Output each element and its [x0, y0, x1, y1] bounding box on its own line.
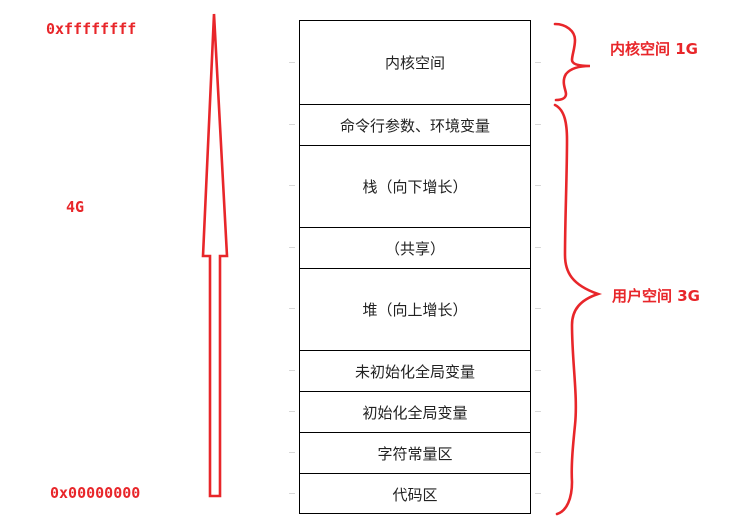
tick-mark: [535, 62, 541, 63]
tick-mark: [289, 247, 295, 248]
total-size-label: 4G: [66, 198, 85, 216]
memory-segment: 字符常量区: [300, 432, 530, 473]
memory-layout-table: 内核空间命令行参数、环境变量栈（向下增长）（共享）堆（向上增长）未初始化全局变量…: [299, 20, 531, 514]
memory-segment: 未初始化全局变量: [300, 350, 530, 391]
tick-mark: [289, 124, 295, 125]
tick-mark: [289, 493, 295, 494]
tick-mark: [535, 247, 541, 248]
tick-mark: [535, 124, 541, 125]
memory-segment: 内核空间: [384, 54, 445, 72]
tick-mark: [535, 493, 541, 494]
tick-mark: [289, 62, 295, 63]
kernel-brace: [553, 22, 591, 102]
address-bottom-label: 0x00000000: [50, 484, 141, 502]
memory-segment: 初始化全局变量: [300, 391, 530, 432]
tick-mark: [535, 370, 541, 371]
address-arrow: [201, 13, 229, 498]
kernel-space-label: 内核空间 1G: [610, 40, 698, 58]
tick-mark: [289, 411, 295, 412]
memory-segment: 栈（向下增长）: [300, 145, 530, 227]
memory-segment: 堆（向上增长）: [300, 268, 530, 350]
user-brace: [553, 103, 603, 516]
memory-segment: 代码区: [300, 473, 530, 515]
tick-mark: [535, 452, 541, 453]
user-space-label: 用户空间 3G: [612, 287, 700, 305]
tick-mark: [289, 452, 295, 453]
tick-mark: [289, 185, 295, 186]
memory-segment: （共享）: [300, 227, 530, 268]
tick-mark: [289, 370, 295, 371]
tick-mark: [535, 411, 541, 412]
memory-segment: 命令行参数、环境变量: [300, 104, 530, 145]
address-top-label: 0xffffffff: [46, 20, 137, 38]
tick-mark: [289, 308, 295, 309]
tick-mark: [535, 185, 541, 186]
tick-mark: [535, 308, 541, 309]
